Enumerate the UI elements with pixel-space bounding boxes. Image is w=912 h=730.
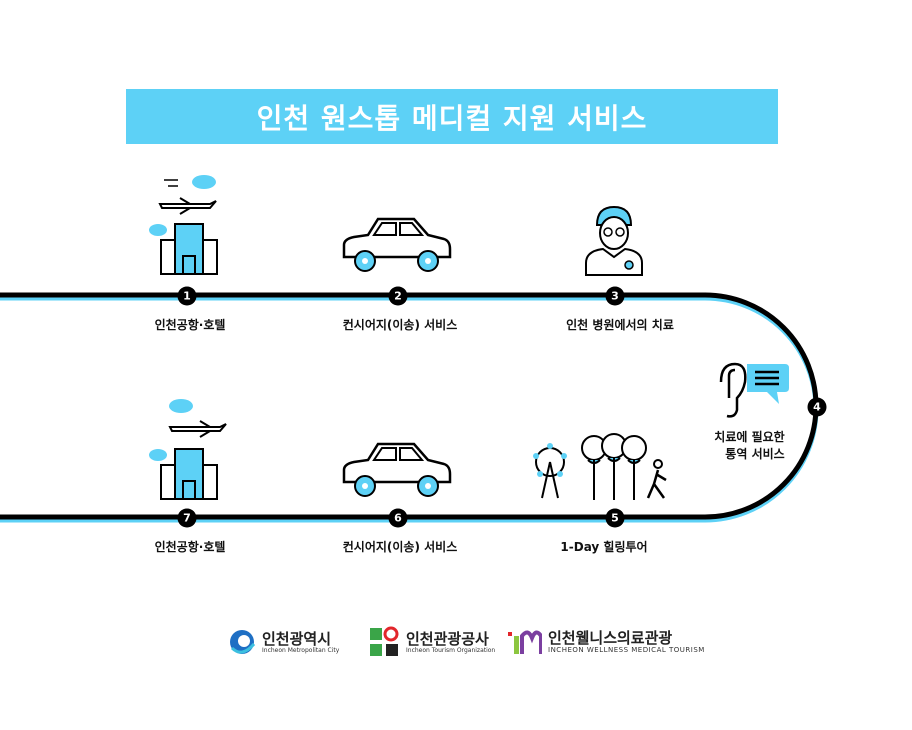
ear-speech-icon: [719, 362, 789, 418]
page-title: 인천 원스톱 메디컬 지원 서비스: [126, 89, 778, 144]
step-number-6: 6: [388, 508, 408, 528]
logo-name: 인천관광공사: [406, 629, 489, 648]
logo-subtitle: Incheon Tourism Organization: [406, 646, 496, 654]
step-label-4: 치료에 필요한 통역 서비스: [705, 428, 784, 462]
healing-tour-icon: [533, 433, 667, 500]
car-icon: [342, 217, 452, 272]
incheon-city-emblem-icon: [230, 630, 256, 654]
incheon-tourism-emblem-icon: [370, 626, 399, 656]
step-label-6: 컨시어지(이송) 서비스: [342, 540, 458, 554]
step-number-1: 1: [177, 286, 197, 306]
step-label-2: 컨시어지(이송) 서비스: [342, 318, 458, 332]
step-number-4: 4: [807, 397, 827, 417]
logo-subtitle: INCHEON WELLNESS MEDICAL TOURISM: [548, 646, 705, 654]
step-label-4-line1: 치료에 필요한: [714, 430, 785, 444]
step-label-7: 인천공항·호텔: [154, 540, 226, 554]
airport-hotel-icon: [149, 399, 227, 500]
step-number-5: 5: [605, 508, 625, 528]
step-label-3: 인천 병원에서의 치료: [566, 318, 674, 332]
step-number-3: 3: [605, 286, 625, 306]
doctor-icon: [585, 205, 643, 276]
step-number-7: 7: [177, 508, 197, 528]
step-number-2: 2: [388, 286, 408, 306]
logo-subtitle: Incheon Metropolitan City: [262, 646, 340, 654]
step-label-5: 1-Day 힐링투어: [560, 540, 648, 554]
logo-name: 인천광역시: [262, 629, 332, 648]
incheon-wellness-emblem-icon: [508, 630, 542, 654]
step-label-4-line2: 통역 서비스: [725, 447, 785, 461]
car-icon: [342, 442, 452, 497]
step-label-1: 인천공항·호텔: [154, 318, 226, 332]
logo-name: 인천웰니스의료관광: [548, 629, 673, 647]
airport-hotel-icon: [149, 175, 218, 275]
